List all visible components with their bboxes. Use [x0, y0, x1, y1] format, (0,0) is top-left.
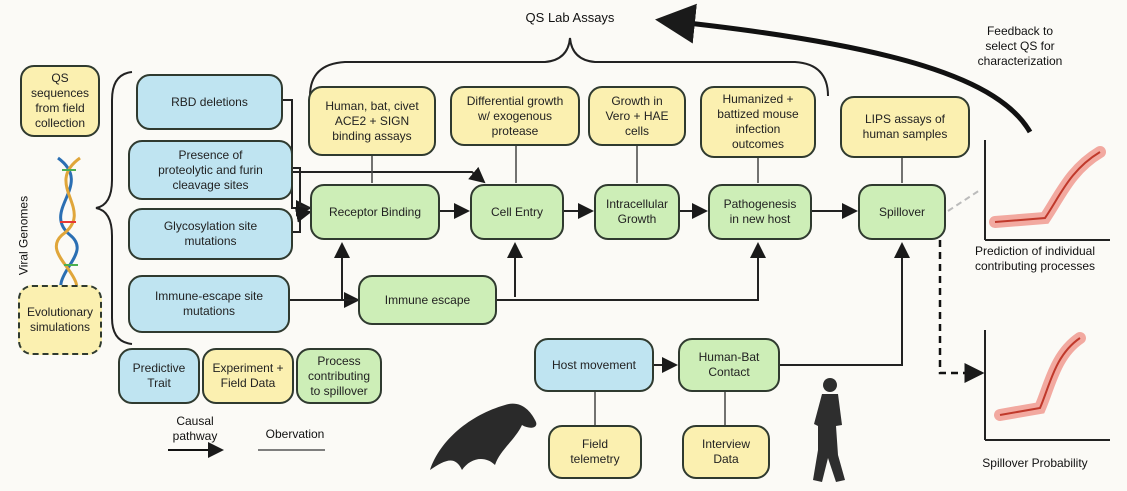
field-telemetry-box: Field telemetry	[548, 425, 642, 479]
process-intracellular-growth: Intracellular Growth	[594, 184, 680, 240]
legend-observation-label: Obervation	[265, 427, 325, 441]
process-spillover: Spillover	[858, 184, 946, 240]
viral-genomes-wrap: Viral Genomes	[12, 188, 32, 288]
process-cell-entry: Cell Entry	[470, 184, 564, 240]
legend-process: Process contributing to spillover	[296, 348, 382, 404]
legend-predictive-trait: Predictive Trait	[118, 348, 200, 404]
evolutionary-simulations-box: Evolutionary simulations	[18, 285, 102, 355]
trait-immune-escape-site: Immune-escape site mutations	[128, 275, 290, 333]
dashed-probability-arrow	[938, 240, 985, 383]
process-pathogenesis: Pathogenesis in new host	[708, 184, 812, 240]
feedback-arrow	[655, 3, 1033, 134]
human-bat-contact-box: Human-Bat Contact	[678, 338, 780, 392]
feedback-label: Feedback to select QS for characterizati…	[977, 24, 1063, 68]
assays-brace	[309, 37, 829, 97]
process-immune-escape: Immune escape	[358, 275, 497, 325]
legend-experiment: Experiment + Field Data	[202, 348, 294, 404]
bat-icon	[430, 403, 537, 470]
interview-data-box: Interview Data	[682, 425, 770, 479]
prediction-plot	[984, 140, 1110, 241]
trait-rbd-deletions: RBD deletions	[136, 74, 283, 130]
trait-cleavage-sites: Presence of proteolytic and furin cleava…	[128, 140, 293, 200]
assay-differential-growth: Differential growth w/ exogenous proteas…	[450, 86, 580, 146]
assay-vero-hae: Growth in Vero + HAE cells	[588, 86, 686, 146]
host-movement-box: Host movement	[534, 338, 654, 392]
spillover-probability-label: Spillover Probability	[982, 456, 1088, 470]
assay-ace2-binding: Human, bat, civet ACE2 + SIGN binding as…	[308, 86, 436, 156]
qs-lab-assays-label: QS Lab Assays	[525, 10, 615, 25]
assay-lips: LIPS assays of human samples	[840, 96, 970, 158]
dna-helix-icon	[54, 156, 81, 301]
qs-sequences-box: QS sequences from field collection	[20, 65, 100, 137]
spillover-probability-plot	[984, 330, 1110, 441]
process-receptor-binding: Receptor Binding	[310, 184, 440, 240]
person-icon	[813, 378, 845, 482]
viral-genomes-label: Viral Genomes	[16, 195, 31, 276]
prediction-label: Prediction of individual contributing pr…	[974, 244, 1096, 273]
legend-causal-label: Causal pathway	[172, 414, 218, 443]
genome-brace	[95, 71, 133, 345]
assay-mouse-infection: Humanized + battized mouse infection out…	[700, 86, 816, 158]
trait-glycosylation: Glycosylation site mutations	[128, 208, 293, 260]
